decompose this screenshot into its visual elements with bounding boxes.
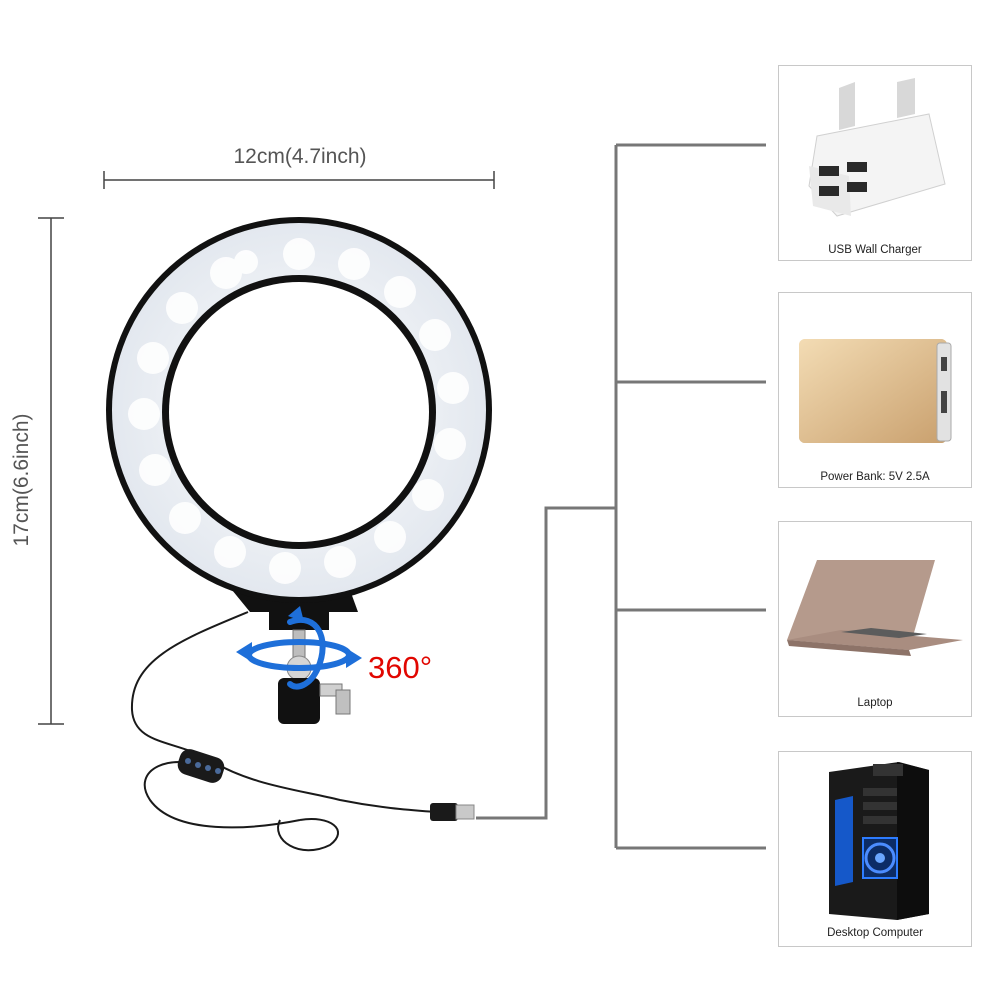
card-label: USB Wall Charger	[828, 244, 922, 256]
ring-light	[106, 217, 492, 612]
card-label: Power Bank: 5V 2.5A	[820, 471, 930, 483]
height-dimension-label: 17cm(6.6inch)	[10, 413, 33, 547]
usb-wall-charger-icon	[808, 78, 946, 217]
width-dimension-line	[103, 171, 495, 189]
power-source-card-laptop: Laptop	[778, 521, 972, 717]
card-label: Desktop Computer	[827, 927, 923, 939]
width-dimension-label: 12cm(4.7inch)	[233, 145, 367, 168]
card-label: Laptop	[857, 697, 893, 709]
led-beads	[128, 238, 469, 584]
rotation-arrowheads	[236, 606, 362, 668]
power-bank-icon	[799, 339, 952, 443]
connector-lines	[476, 143, 766, 850]
usb-plug-icon	[430, 803, 475, 821]
power-source-card-power-bank: Power Bank: 5V 2.5A	[778, 292, 972, 488]
usb-cable	[130, 611, 437, 852]
inline-switch-icon	[177, 749, 225, 783]
laptop-icon	[787, 560, 963, 656]
rotation-label: 360°	[368, 650, 433, 685]
power-source-card-desktop-computer: Desktop Computer	[778, 751, 972, 947]
desktop-computer-icon	[829, 762, 929, 920]
height-dimension-line	[38, 217, 64, 725]
power-source-card-usb-wall-charger: USB Wall Charger	[778, 65, 972, 261]
